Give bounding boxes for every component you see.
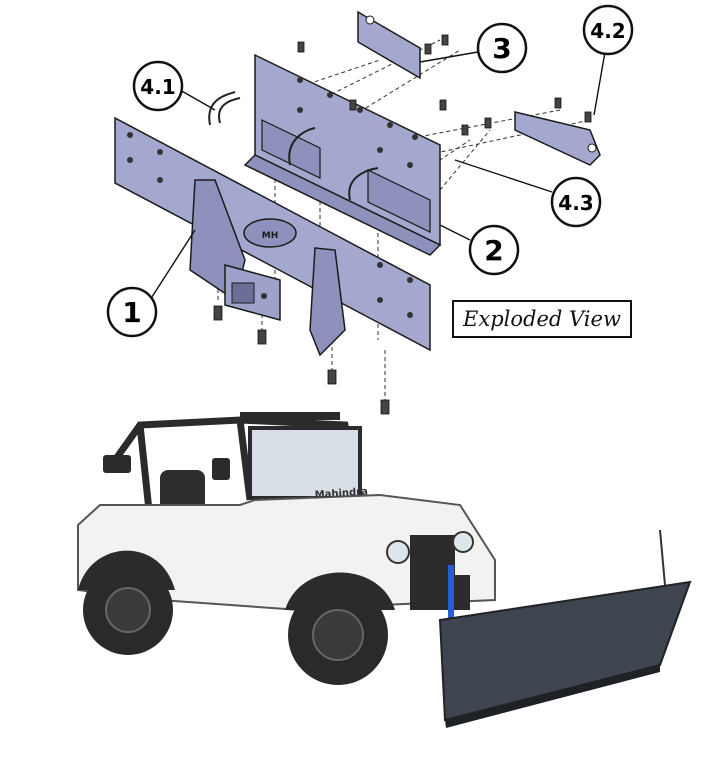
callout-label-2: 2 — [484, 234, 503, 267]
callout-label-4-2: 4.2 — [590, 19, 625, 43]
hood-badge: Mahindra — [314, 486, 368, 501]
vehicle-illustration: Mahindra — [77, 412, 692, 728]
callout-4-1: 4.1 — [132, 60, 184, 112]
front-wheel — [288, 585, 388, 685]
callout-4-2: 4.2 — [582, 4, 634, 56]
bracket-part-3 — [357, 10, 421, 80]
exploded-view: MH — [106, 4, 634, 415]
vehicle-body — [77, 493, 496, 622]
bracket-part-4-2 — [514, 111, 601, 166]
mahindra-logo: MH — [243, 218, 297, 248]
callout-1: 1 — [106, 286, 158, 338]
callout-label-1: 1 — [122, 296, 141, 329]
right-mirror — [212, 458, 230, 480]
windshield — [248, 426, 362, 500]
rear-wheel — [83, 565, 173, 655]
svg-text:MH: MH — [262, 231, 279, 241]
light-bar — [240, 412, 340, 420]
callout-leaders — [149, 51, 606, 301]
callout-2: 2 — [468, 224, 520, 276]
plow-cutting-edge — [445, 665, 660, 728]
callout-label-3: 3 — [492, 32, 511, 65]
receiver-plate-part-1: MH — [114, 116, 431, 357]
callout-4-3: 4.3 — [550, 176, 602, 228]
callout-label-4-3: 4.3 — [558, 191, 593, 215]
callout-3: 3 — [476, 22, 528, 74]
plow-mount — [410, 575, 470, 610]
left-mirror — [103, 455, 131, 473]
plow-lift-bar — [448, 565, 454, 625]
u-bolt-part-4-1 — [208, 91, 379, 201]
exploded-view-caption: Exploded View — [452, 300, 632, 338]
bolts — [213, 34, 592, 415]
mounting-plate-part-2 — [243, 53, 442, 256]
callout-label-4-1: 4.1 — [140, 75, 175, 99]
plow-marker-rod — [659, 529, 666, 586]
right-headlight — [452, 531, 474, 553]
plow-blade — [438, 580, 692, 722]
left-headlight — [386, 540, 410, 564]
grille — [410, 535, 455, 575]
